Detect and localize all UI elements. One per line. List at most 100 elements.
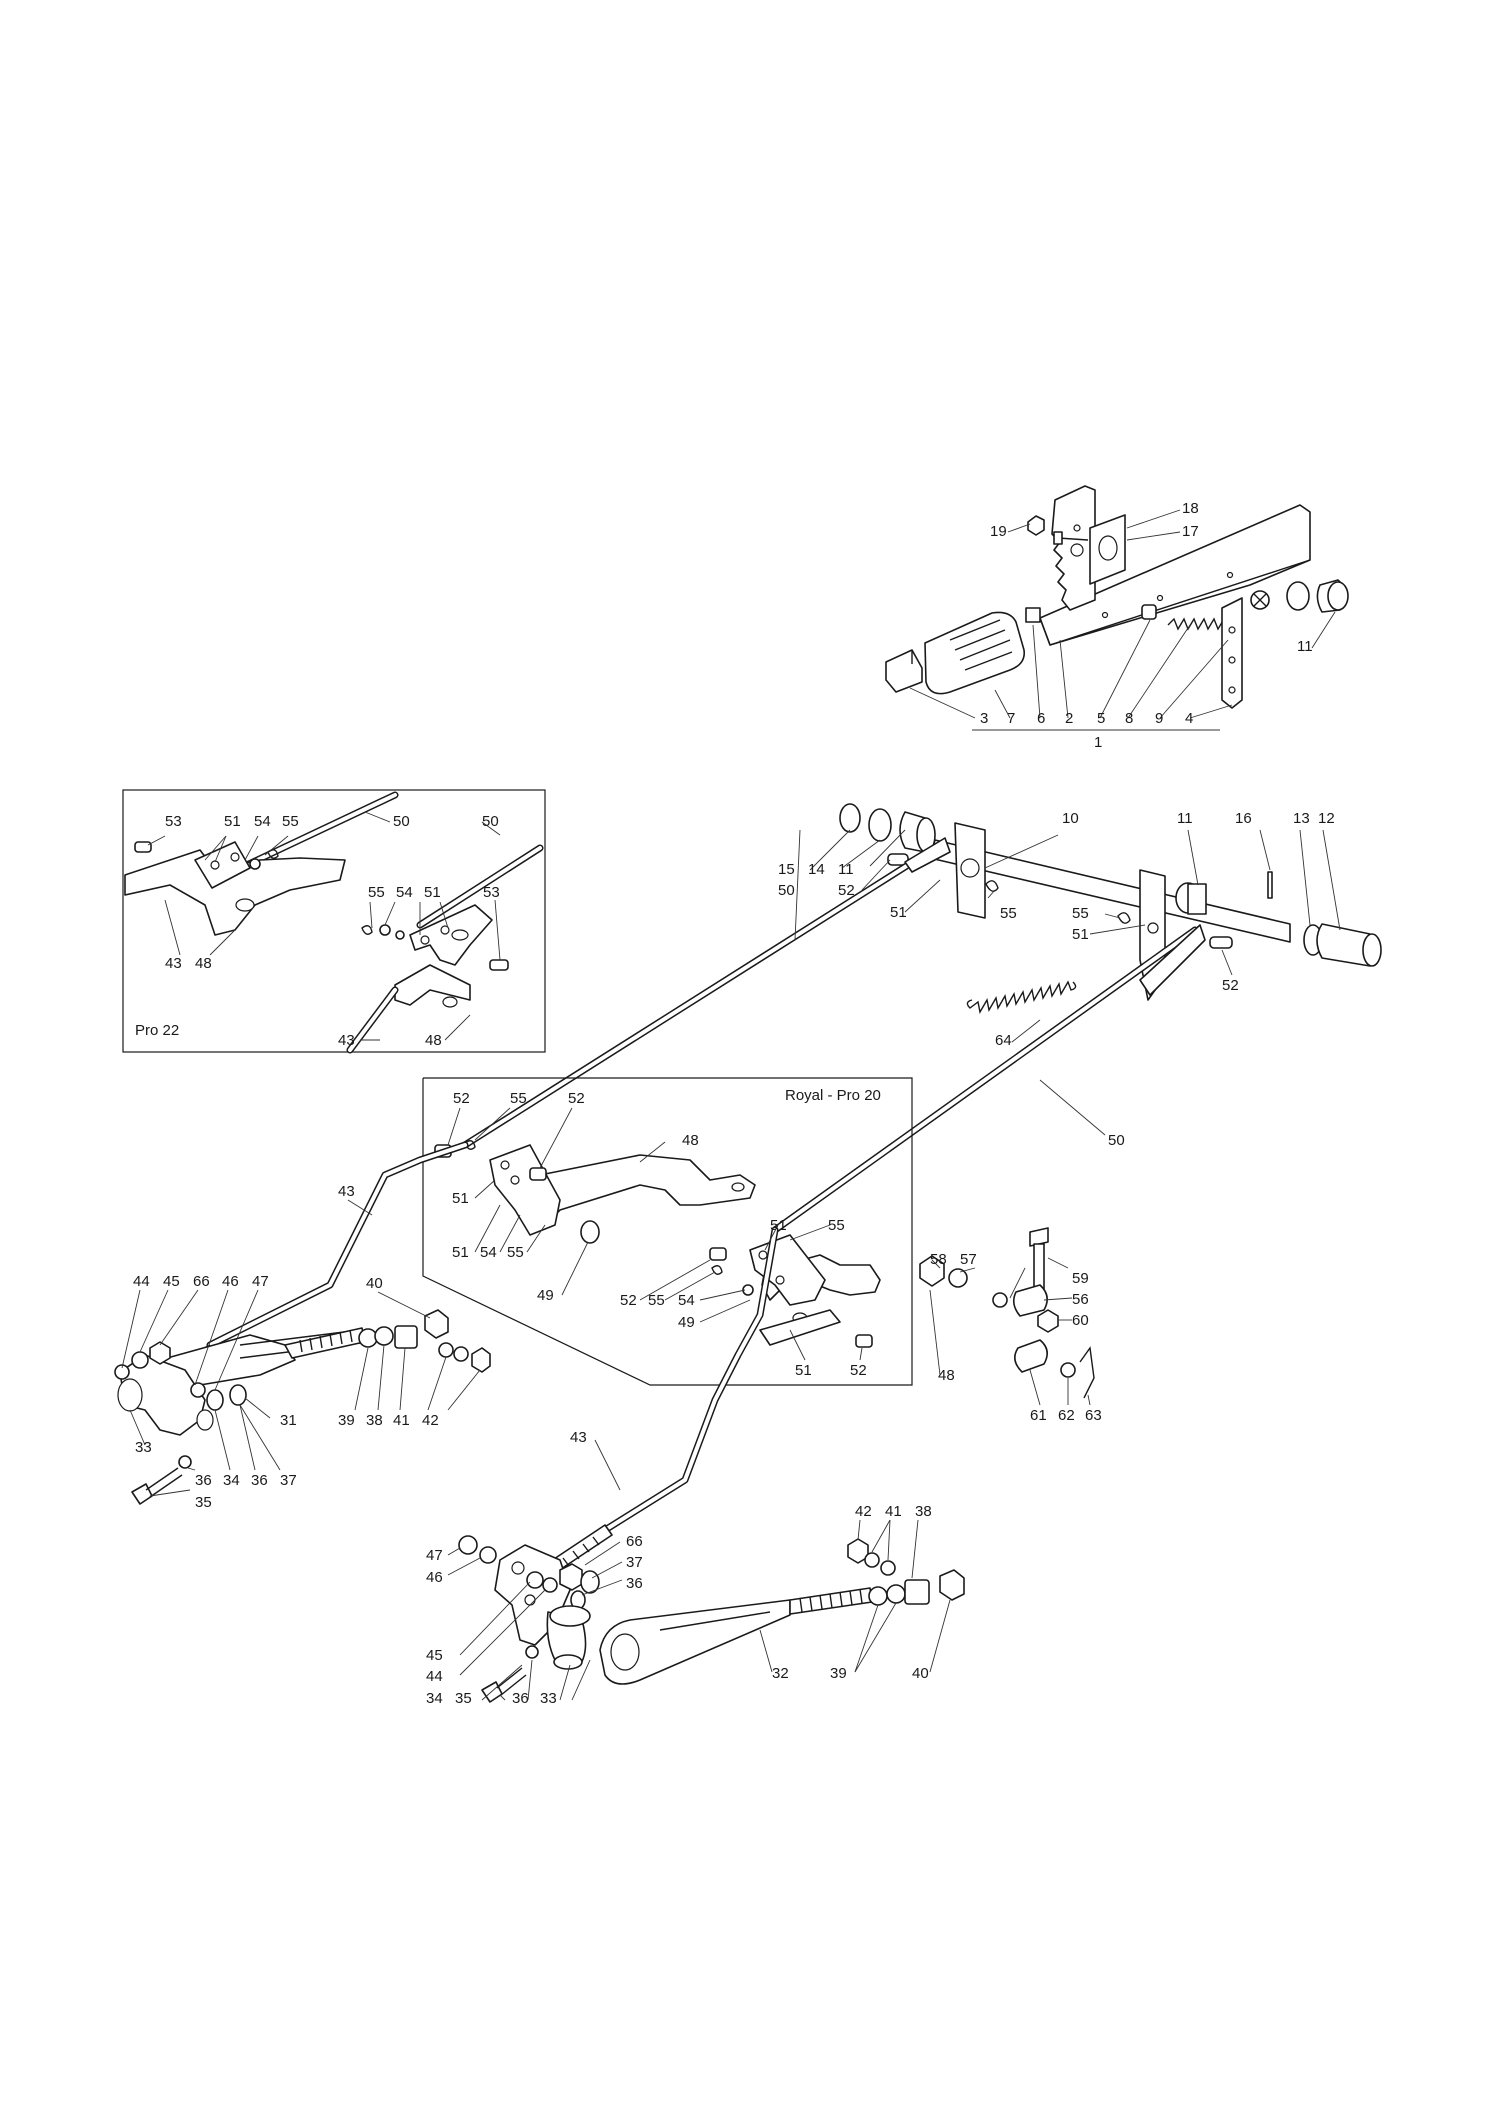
callout: 1 [1094,734,1102,751]
bottom-arm-assembly [458,1535,965,1703]
bushing-11-top [1286,581,1310,611]
washer-41b [453,1346,469,1362]
callout: 7 [1007,710,1015,727]
callout: 14 [808,861,825,878]
callout: 60 [1072,1312,1089,1329]
callout: 49 [537,1287,554,1304]
inset-pro22-label: Pro 22 [135,1022,179,1039]
callout: 50 [778,882,795,899]
callout: 55 [282,813,299,830]
callout: 55 [507,1244,524,1261]
washer-41d [880,1560,896,1576]
callout: 63 [1085,1407,1102,1424]
callout: 18 [1182,500,1199,517]
swivel-block [394,1325,418,1349]
pro22-bolt-53-lower [489,959,509,971]
callout: 6 [1037,710,1045,727]
bolt-52-right [1209,936,1233,949]
callout: 46 [222,1273,239,1290]
callout: 9 [1155,710,1163,727]
swivel-61 [1014,1339,1048,1373]
nut-40 [424,1309,449,1339]
cross-shaft-assembly [839,803,1382,1014]
swivel-56 [1012,1284,1048,1317]
washer-57 [948,1268,968,1288]
lever-rack-assembly [885,485,1349,709]
callout: 35 [455,1690,472,1707]
inset-royal-frame [422,1077,913,1386]
callout: 8 [1125,710,1133,727]
callout: 52 [620,1292,637,1309]
callout: 50 [1108,1132,1125,1149]
callout: 64 [995,1032,1012,1049]
royal-bracket-upper [489,1144,561,1236]
royal-bolt-52-c [709,1247,727,1261]
callout: 55 [648,1292,665,1309]
washer-45b [542,1577,558,1593]
callout: 54 [396,884,413,901]
callout: 46 [426,1569,443,1586]
callout: 55 [1072,905,1089,922]
callout: 39 [830,1665,847,1682]
inset-pro22-frame [122,789,546,1053]
callout: 53 [165,813,182,830]
washer-14 [868,808,892,842]
callout: 49 [678,1314,695,1331]
knob-cap [885,649,923,693]
nut-42 [471,1347,491,1373]
washer-36c [525,1645,539,1659]
threaded-rod-31 [284,1327,365,1359]
arm-32 [599,1599,791,1685]
washer-41 [438,1342,454,1358]
callout: 50 [482,813,499,830]
callout-numbers: 19 18 17 11 3 7 6 2 5 8 9 4 1 15 14 11 5… [133,500,1335,1707]
callout: 37 [280,1472,297,1489]
royal-lever-48-upper [539,1154,756,1226]
callout: 52 [453,1090,470,1107]
bolt-59-shank [1033,1243,1045,1291]
washer-15 [839,803,861,833]
callout: 31 [280,1412,297,1429]
spring-64 [966,980,1077,1014]
callout: 33 [540,1690,557,1707]
callout: 57 [960,1251,977,1268]
callout: 51 [1072,926,1089,943]
shaft-collar-body [1187,883,1207,915]
callout: 42 [422,1412,439,1429]
washer-41c [864,1552,880,1568]
callout: 33 [135,1439,152,1456]
washer-38b [886,1584,906,1604]
callout: 51 [452,1190,469,1207]
washer-56a [992,1292,1008,1308]
nut-44b [526,1571,544,1589]
pro22-bracket-lower [409,904,493,966]
callout: 66 [626,1533,643,1550]
pro22-lever-48-lower [394,964,471,1006]
callout: 51 [424,884,441,901]
rod-end-fork [1139,924,1206,996]
washer-36 [178,1455,192,1469]
callout: 51 [224,813,241,830]
callout: 11 [1177,810,1193,827]
nut-58 [919,1255,945,1287]
callout: 36 [195,1472,212,1489]
callout: 55 [1000,905,1017,922]
callout: 51 [452,1244,469,1261]
callout: 48 [682,1132,699,1149]
washer-38 [374,1326,394,1346]
callout: 13 [1293,810,1310,827]
callout: 43 [338,1183,355,1200]
callout: 59 [1072,1270,1089,1287]
nut-66 [149,1341,171,1365]
callout: 55 [828,1217,845,1234]
washer-62 [1060,1362,1076,1378]
callout: 11 [838,861,854,878]
callout: 52 [838,882,855,899]
washer-39 [358,1328,378,1348]
callout: 52 [568,1090,585,1107]
rod-end-top [904,837,951,873]
callout: 43 [338,1032,355,1049]
callout: 58 [930,1251,947,1268]
bushing-36 [206,1389,224,1411]
